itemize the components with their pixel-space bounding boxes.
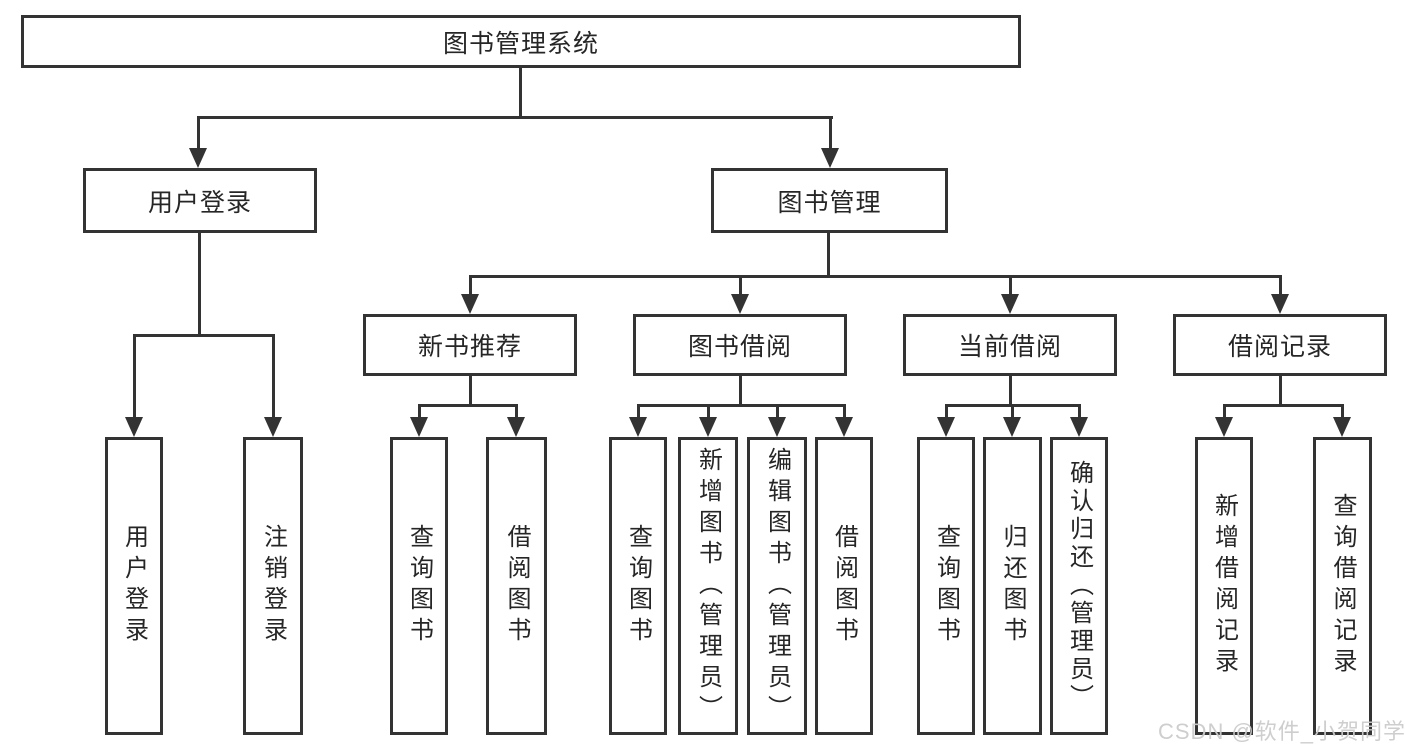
leaf-borrow-books-recommend: 借阅图书 (486, 437, 547, 735)
arrow-down-icon (699, 417, 717, 437)
leaf-return-books: 归还图书 (983, 437, 1042, 735)
leaf-logout-label: 注销登录 (259, 524, 287, 648)
leaf-user-login: 用户登录 (105, 437, 163, 735)
node-new-book-recommendation: 新书推荐 (363, 314, 577, 376)
arrow-down-icon (1333, 417, 1351, 437)
node-root-label: 图书管理系统 (442, 29, 599, 58)
leaf-confirm-return-admin-label: 确认归还（管理员） (1065, 460, 1093, 712)
arrow-down-icon (264, 417, 282, 437)
connector-to-book-management (829, 116, 832, 152)
leaf-confirm-return-admin: 确认归还（管理员） (1050, 437, 1108, 735)
connector-leaf-stem (843, 404, 846, 421)
leaf-query-borrow-record: 查询借阅记录 (1313, 437, 1372, 735)
connector-user-login-branch (133, 334, 275, 337)
connector-book-management-branch (469, 275, 1282, 278)
leaf-add-books-admin-label: 新增图书（管理员） (694, 446, 722, 726)
connector-user-login-stem (198, 231, 201, 337)
leaf-logout: 注销登录 (243, 437, 303, 735)
node-book-management: 图书管理 (711, 168, 948, 233)
connector-to-book-borrowing (739, 275, 742, 296)
arrow-down-icon (937, 417, 955, 437)
node-borrowing-records: 借阅记录 (1173, 314, 1387, 376)
leaf-user-login-label: 用户登录 (120, 524, 148, 648)
connector-leaf-stem (1341, 404, 1344, 421)
connector-root-branch (197, 116, 833, 119)
connector-new-book-stem (469, 374, 472, 407)
node-user-login: 用户登录 (83, 168, 317, 233)
connector-to-borrowing-records (1279, 275, 1282, 296)
connector-leaf-stem (1223, 404, 1226, 421)
connector-leaf-stem (945, 404, 948, 421)
connector-to-leaf-user-login (133, 334, 136, 419)
arrow-down-icon (835, 417, 853, 437)
connector-leaf-stem (418, 404, 421, 421)
node-root: 图书管理系统 (21, 15, 1021, 68)
arrow-down-icon (731, 294, 749, 314)
connector-leaf-stem (1078, 404, 1081, 421)
arrow-down-icon (507, 417, 525, 437)
leaf-edit-books-admin-label: 编辑图书（管理员） (763, 446, 791, 726)
leaf-edit-books-admin: 编辑图书（管理员） (747, 437, 807, 735)
connector-to-user-login (197, 116, 200, 152)
leaf-add-borrow-record: 新增借阅记录 (1195, 437, 1253, 735)
node-book-borrowing: 图书借阅 (633, 314, 847, 376)
csdn-watermark: CSDN @软件_小贺同学 (1158, 719, 1405, 744)
leaf-borrow-books-recommend-label: 借阅图书 (503, 524, 530, 648)
arrow-down-icon (1215, 417, 1233, 437)
leaf-query-books-current: 查询图书 (917, 437, 975, 735)
leaf-query-books-current-label: 查询图书 (932, 524, 960, 648)
connector-to-new-book (469, 275, 472, 296)
leaf-query-books-recommend-label: 查询图书 (405, 524, 433, 648)
arrow-down-icon (410, 417, 428, 437)
arrow-down-icon (1003, 417, 1021, 437)
connector-book-borrowing-branch (637, 404, 846, 407)
arrow-down-icon (461, 294, 479, 314)
arrow-down-icon (768, 417, 786, 437)
leaf-query-borrow-record-label: 查询借阅记录 (1329, 493, 1356, 679)
node-book-borrowing-label: 图书借阅 (687, 333, 792, 361)
leaf-add-borrow-record-label: 新增借阅记录 (1210, 493, 1238, 679)
leaf-query-books-borrowing-label: 查询图书 (624, 524, 652, 648)
node-new-book-recommendation-label: 新书推荐 (417, 333, 522, 361)
arrow-down-icon (821, 148, 839, 168)
arrow-down-icon (189, 148, 207, 168)
connector-root-stem (519, 66, 522, 118)
leaf-query-books-recommend: 查询图书 (390, 437, 448, 735)
node-current-borrowing-label: 当前借阅 (957, 333, 1062, 361)
arrow-down-icon (629, 417, 647, 437)
arrow-down-icon (1001, 294, 1019, 314)
node-user-login-label: 用户登录 (147, 188, 252, 217)
connector-new-book-branch (418, 404, 518, 407)
node-book-management-label: 图书管理 (777, 188, 882, 217)
connector-to-leaf-logout (272, 334, 275, 419)
leaf-return-books-label: 归还图书 (999, 524, 1026, 648)
connector-leaf-stem (707, 404, 710, 421)
node-borrowing-records-label: 借阅记录 (1227, 333, 1332, 361)
arrow-down-icon (125, 417, 143, 437)
leaf-query-books-borrowing: 查询图书 (609, 437, 667, 735)
connector-to-current-borrowing (1009, 275, 1012, 296)
node-current-borrowing: 当前借阅 (903, 314, 1117, 376)
connector-leaf-stem (776, 404, 779, 421)
connector-borrowing-records-stem (1279, 374, 1282, 407)
connector-leaf-stem (637, 404, 640, 421)
connector-book-borrowing-stem (739, 374, 742, 407)
connector-book-management-stem (827, 231, 830, 278)
connector-current-borrowing-stem (1009, 374, 1012, 407)
connector-leaf-stem (515, 404, 518, 421)
connector-borrowing-records-branch (1223, 404, 1344, 407)
leaf-borrow-books-borrowing-label: 借阅图书 (830, 524, 858, 648)
leaf-borrow-books-borrowing: 借阅图书 (815, 437, 873, 735)
connector-leaf-stem (1011, 404, 1014, 421)
leaf-add-books-admin: 新增图书（管理员） (678, 437, 738, 735)
arrow-down-icon (1271, 294, 1289, 314)
arrow-down-icon (1070, 417, 1088, 437)
